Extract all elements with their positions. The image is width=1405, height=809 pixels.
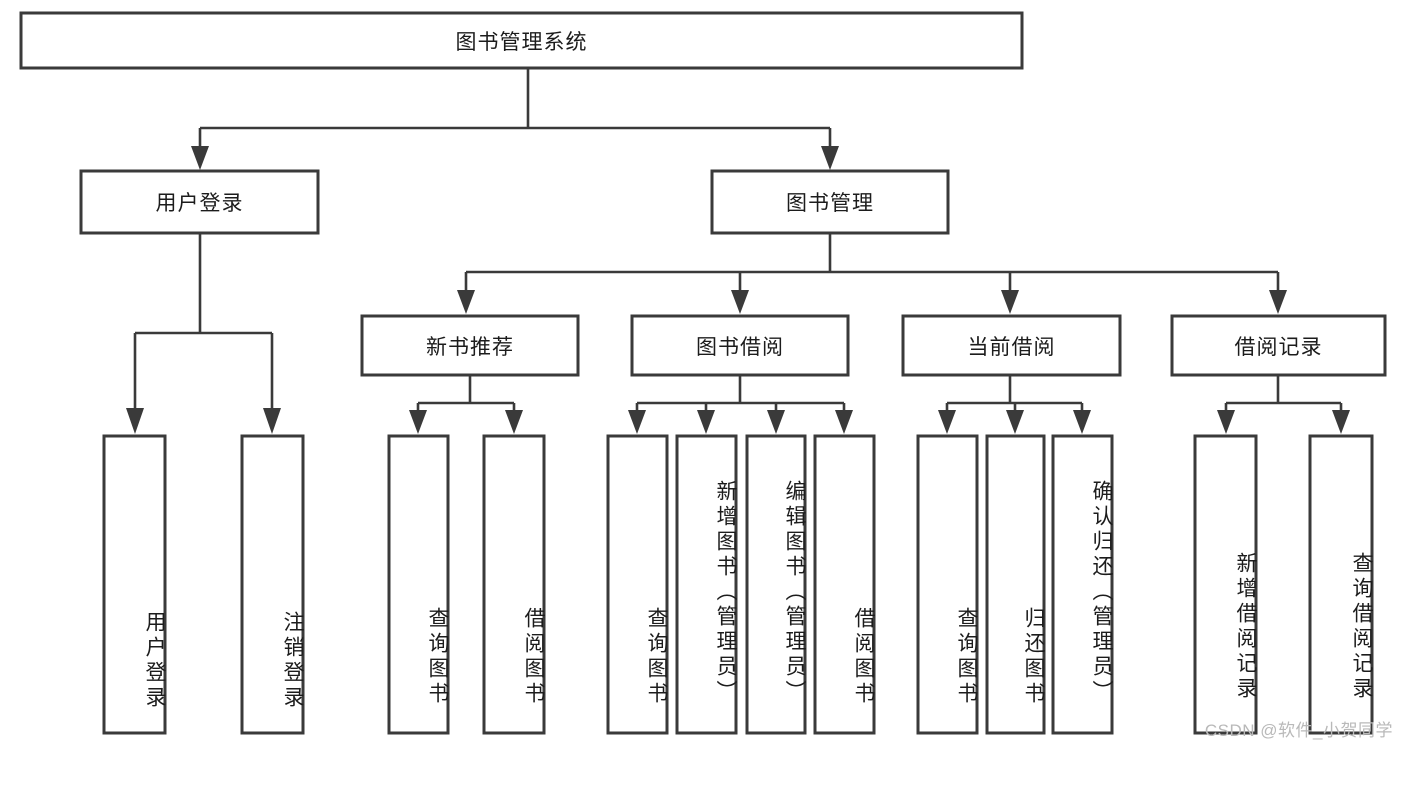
connector-userlogin-to-leaves bbox=[126, 233, 281, 434]
connector-bookborrow-to-leaves bbox=[628, 375, 853, 434]
connector-currentborrow-to-leaves bbox=[938, 375, 1091, 434]
box-user-login[interactable] bbox=[79, 169, 320, 235]
arrow-to-leaf-logout-login bbox=[263, 408, 281, 434]
box-book-management[interactable] bbox=[710, 169, 950, 235]
connector-recommend-to-leaves bbox=[409, 375, 523, 434]
arrow-to-leaf-edit-book-admin bbox=[767, 410, 785, 434]
box-leaf-borrow-book-2[interactable] bbox=[813, 434, 876, 735]
box-leaf-add-borrow-record[interactable] bbox=[1193, 434, 1258, 735]
arrow-to-borrow-record bbox=[1269, 290, 1287, 314]
box-leaf-query-book-3[interactable] bbox=[916, 434, 979, 735]
hierarchy-diagram: 图书管理系统 用户登录 图书管理 新书推荐 图书借阅 当前借阅 借阅记录 用户登… bbox=[19, 11, 1393, 740]
connector-borrowrecord-to-leaves bbox=[1217, 375, 1350, 434]
arrow-to-user-login bbox=[191, 146, 209, 170]
box-leaf-user-login[interactable] bbox=[102, 434, 167, 735]
box-leaf-edit-book-admin[interactable] bbox=[745, 434, 807, 735]
arrow-to-leaf-query-book-3 bbox=[938, 410, 956, 434]
box-leaf-add-book-admin[interactable] bbox=[675, 434, 738, 735]
box-current-borrow[interactable] bbox=[901, 314, 1122, 377]
box-leaf-borrow-book-1[interactable] bbox=[482, 434, 546, 735]
arrow-to-leaf-user-login bbox=[126, 408, 144, 434]
box-leaf-confirm-return-admin[interactable] bbox=[1051, 434, 1114, 735]
box-leaf-query-borrow-record[interactable] bbox=[1308, 434, 1374, 735]
box-book-borrow[interactable] bbox=[630, 314, 850, 377]
arrow-to-leaf-query-book-2 bbox=[628, 410, 646, 434]
box-leaf-return-book[interactable] bbox=[985, 434, 1046, 735]
box-borrow-record[interactable] bbox=[1170, 314, 1387, 377]
arrow-to-leaf-confirm-return-admin bbox=[1073, 410, 1091, 434]
arrow-to-leaf-add-book-admin bbox=[697, 410, 715, 434]
arrow-to-book-management bbox=[821, 146, 839, 170]
box-new-book-recommend[interactable] bbox=[360, 314, 580, 377]
arrow-to-leaf-query-book-1 bbox=[409, 410, 427, 434]
arrow-to-leaf-borrow-book-1 bbox=[505, 410, 523, 434]
arrow-to-leaf-borrow-book-2 bbox=[835, 410, 853, 434]
box-leaf-query-book-1[interactable] bbox=[387, 434, 450, 735]
arrow-to-book-borrow bbox=[731, 290, 749, 314]
watermark-text: CSDN @软件_小贺同学 bbox=[1204, 721, 1393, 740]
box-leaf-query-book-2[interactable] bbox=[606, 434, 669, 735]
arrow-to-leaf-query-borrow-record bbox=[1332, 410, 1350, 434]
tree-connector-canvas bbox=[19, 11, 1387, 735]
arrow-to-new-book-recommend bbox=[457, 290, 475, 314]
connector-bookmgmt-to-level2 bbox=[457, 233, 1287, 314]
box-leaf-logout-login[interactable] bbox=[240, 434, 305, 735]
connector-root-to-level1 bbox=[191, 68, 839, 170]
arrow-to-leaf-return-book bbox=[1006, 410, 1024, 434]
arrow-to-current-borrow bbox=[1001, 290, 1019, 314]
arrow-to-leaf-add-borrow-record bbox=[1217, 410, 1235, 434]
box-root-system[interactable] bbox=[19, 11, 1024, 70]
